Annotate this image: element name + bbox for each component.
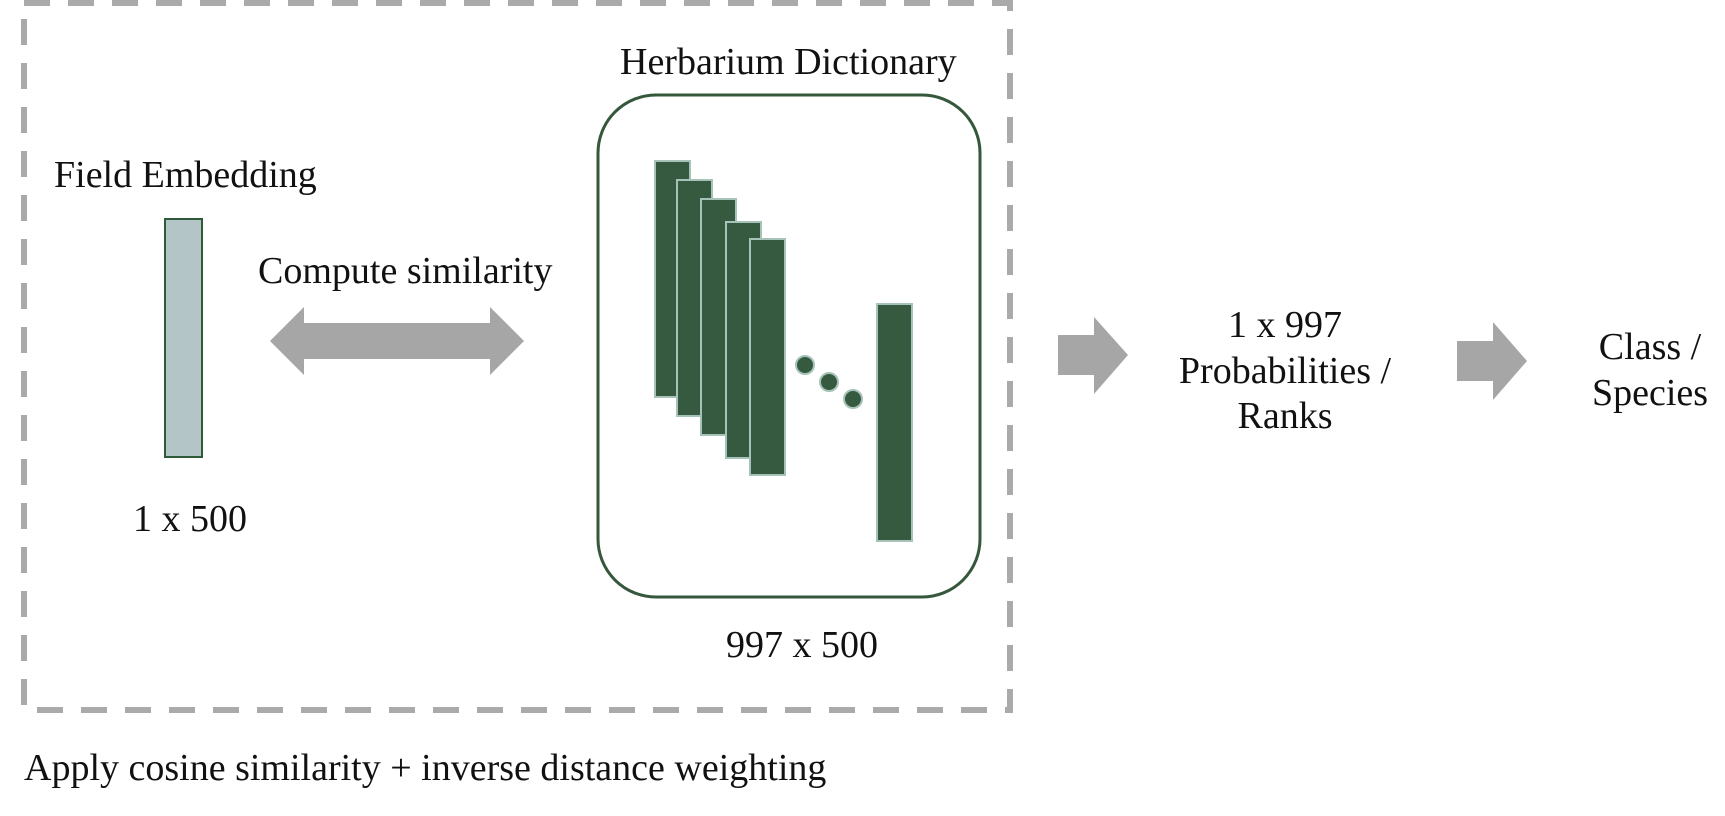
dictionary-vector-last [876,303,913,542]
flow-arrow-1 [1058,317,1128,394]
output-ranks: Ranks [1237,395,1333,437]
field-embedding-dims: 1 x 500 [133,498,247,540]
dictionary-title: Herbarium Dictionary [620,41,957,83]
compute-similarity-label: Compute similarity [258,250,553,292]
ellipsis-dot-3 [843,389,863,409]
similarity-double-arrow [270,307,524,375]
field-embedding-title: Field Embedding [54,154,317,196]
field-embedding-vector [164,218,203,458]
dictionary-dims: 997 x 500 [726,624,878,666]
ellipsis-dot-1 [795,355,815,375]
result-class: Class / [1598,326,1702,368]
dashed-frame [21,0,1013,713]
output-probabilities: Probabilities / [1178,350,1392,392]
footer-caption: Apply cosine similarity + inverse distan… [24,747,827,789]
output-dims: 1 x 997 [1228,304,1342,346]
flow-arrow-2 [1457,322,1527,400]
ellipsis-dot-2 [819,372,839,392]
dictionary-container [596,93,982,599]
result-species: Species [1591,372,1709,414]
dictionary-vector-5 [749,238,786,476]
